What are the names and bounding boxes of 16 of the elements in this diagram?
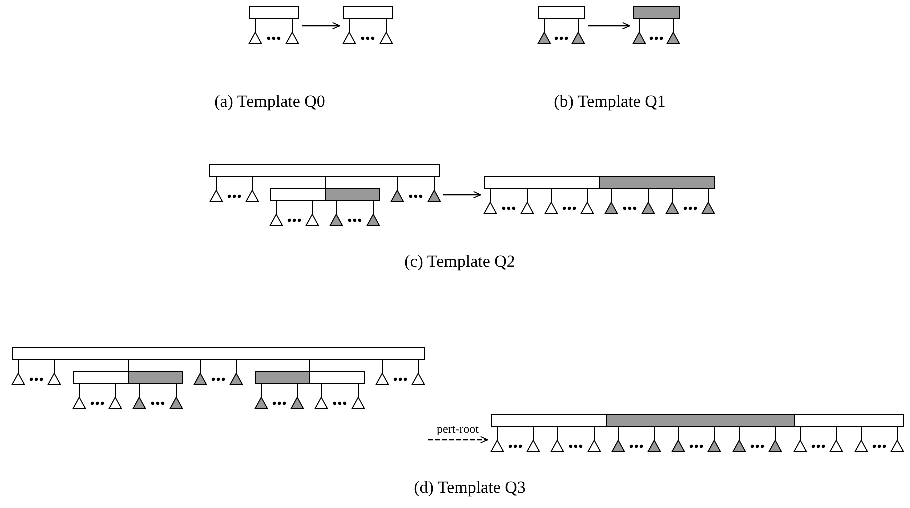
edge-label: pert-root xyxy=(437,423,479,436)
tree-drawing xyxy=(483,175,716,215)
figure-caption: (d) Template Q3 xyxy=(414,478,526,498)
tree-drawing xyxy=(632,5,681,45)
tree-drawing xyxy=(342,5,394,45)
figure-caption: (c) Template Q2 xyxy=(404,252,516,272)
tree-drawing xyxy=(248,5,300,45)
tree-drawing xyxy=(490,413,905,453)
figure-caption: (b) Template Q1 xyxy=(554,92,666,112)
arrow xyxy=(428,436,488,444)
tree-drawing xyxy=(208,163,441,227)
arrow xyxy=(443,191,482,199)
arrow xyxy=(302,22,340,30)
tree-drawing xyxy=(537,5,586,45)
arrow xyxy=(588,22,630,30)
figure-caption: (a) Template Q0 xyxy=(214,92,326,112)
